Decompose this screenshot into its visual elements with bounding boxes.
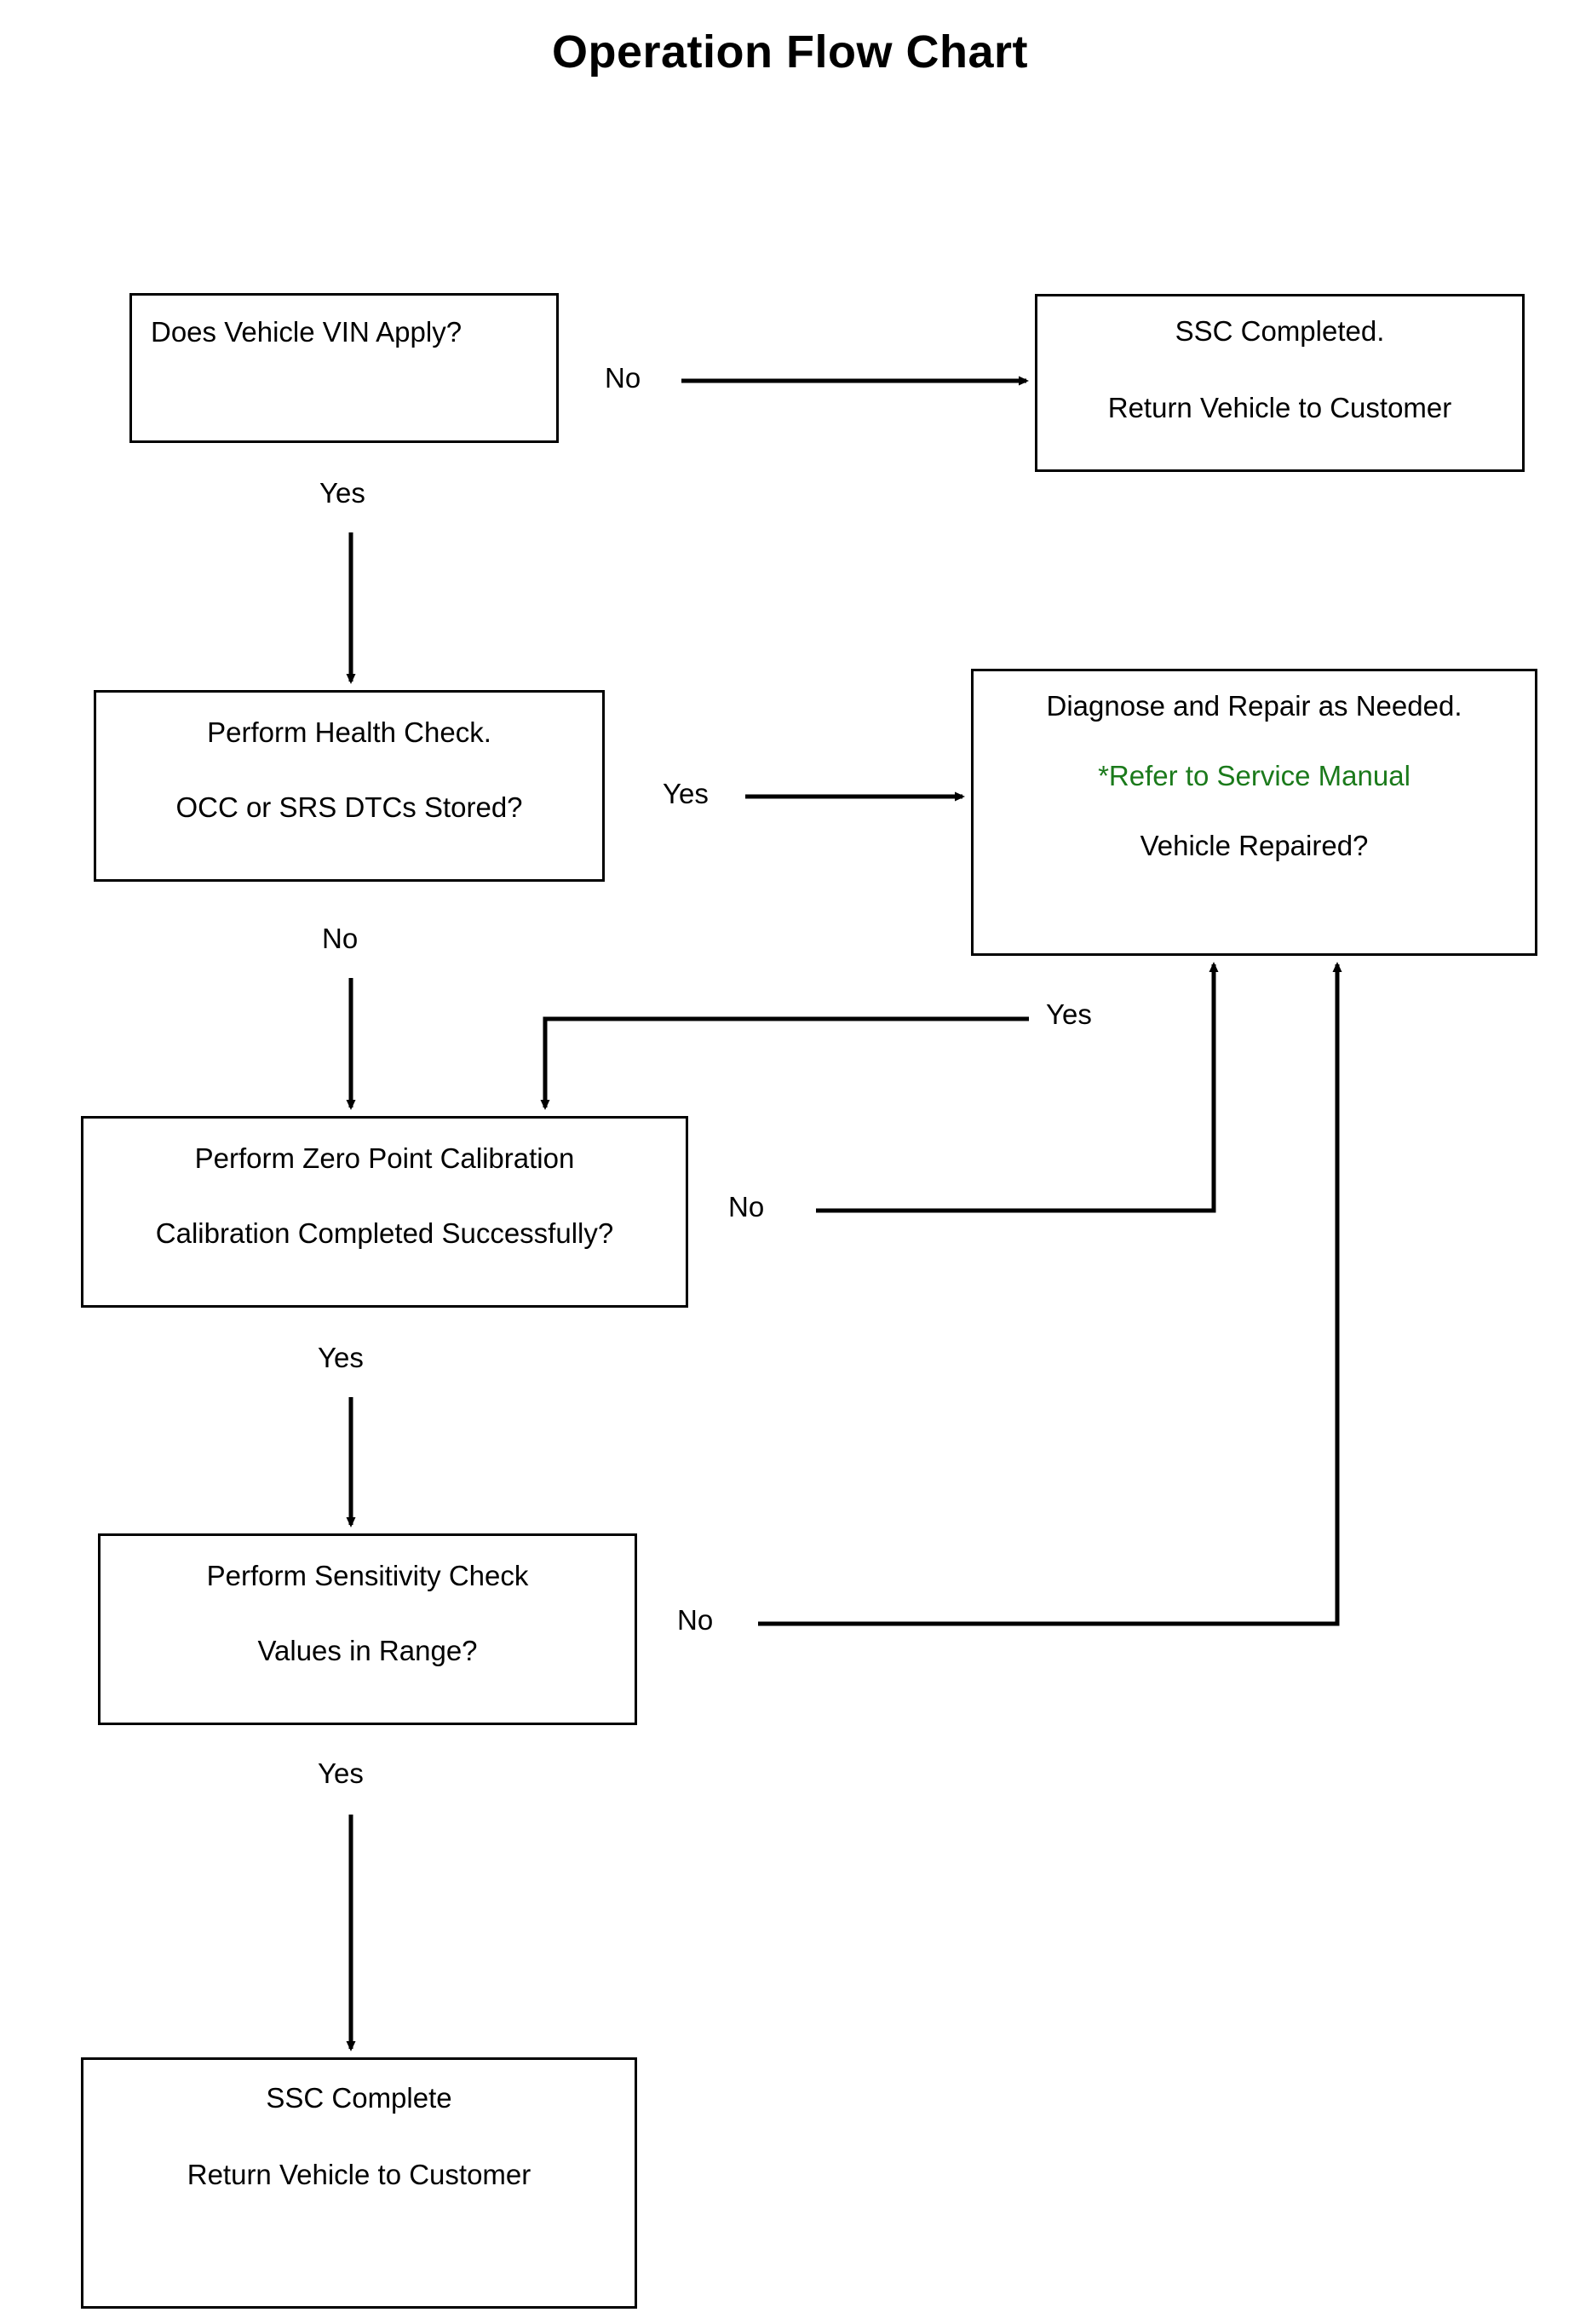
- node-calibration-line-2: Calibration Completed Successfully?: [155, 1217, 614, 1249]
- node-sensitivity-line-2: Values in Range?: [257, 1634, 478, 1666]
- edge-label-calibration-no: No: [728, 1191, 765, 1222]
- node-diagnose-line-1: Diagnose and Repair as Needed.: [1046, 690, 1462, 722]
- node-ssc-complete-line-2: Return Vehicle to Customer: [187, 2158, 531, 2190]
- node-zero-point-calibration[interactable]: Perform Zero Point Calibration Calibrati…: [81, 1116, 688, 1308]
- edge-calibration-no: [816, 962, 1219, 1213]
- node-health-check-line-1: Perform Health Check.: [207, 716, 491, 748]
- node-sensitivity-check[interactable]: Perform Sensitivity Check Values in Rang…: [98, 1533, 637, 1725]
- edge-label-vin-yes: Yes: [319, 477, 365, 509]
- node-sensitivity-line-1: Perform Sensitivity Check: [206, 1560, 529, 1591]
- node-health-check-line-2: OCC or SRS DTCs Stored?: [175, 791, 523, 823]
- node-ssc-complete-line-1: SSC Complete: [266, 2082, 452, 2114]
- edge-label-health-yes: Yes: [663, 778, 709, 809]
- node-vin-line-1: Does Vehicle VIN Apply?: [151, 316, 463, 348]
- node-diagnose-service-manual-note: *Refer to Service Manual: [1098, 759, 1411, 791]
- node-ssc-complete[interactable]: SSC Complete Return Vehicle to Customer: [81, 2057, 637, 2309]
- node-ssc-completed-line-2: Return Vehicle to Customer: [1107, 391, 1452, 423]
- node-vin-decision[interactable]: Does Vehicle VIN Apply?: [129, 293, 559, 443]
- page-title: Operation Flow Chart: [551, 26, 1029, 78]
- edge-label-sensitivity-yes: Yes: [318, 1757, 364, 1789]
- node-calibration-line-1: Perform Zero Point Calibration: [194, 1142, 575, 1174]
- node-diagnose-repair[interactable]: Diagnose and Repair as Needed. *Refer to…: [971, 669, 1537, 956]
- node-ssc-completed-line-1: SSC Completed.: [1175, 315, 1385, 347]
- edge-label-sensitivity-no: No: [677, 1604, 714, 1636]
- edge-diagnose-yes: [540, 1016, 1029, 1110]
- edge-label-calibration-yes: Yes: [318, 1342, 364, 1373]
- edge-label-health-no: No: [322, 923, 359, 954]
- edge-label-diagnose-yes: Yes: [1046, 998, 1092, 1030]
- node-ssc-completed[interactable]: SSC Completed. Return Vehicle to Custome…: [1035, 294, 1525, 472]
- edge-sensitivity-no: [758, 962, 1342, 1626]
- edge-label-vin-no: No: [605, 362, 641, 394]
- node-health-check[interactable]: Perform Health Check. OCC or SRS DTCs St…: [94, 690, 605, 882]
- node-diagnose-line-3: Vehicle Repaired?: [1140, 829, 1369, 861]
